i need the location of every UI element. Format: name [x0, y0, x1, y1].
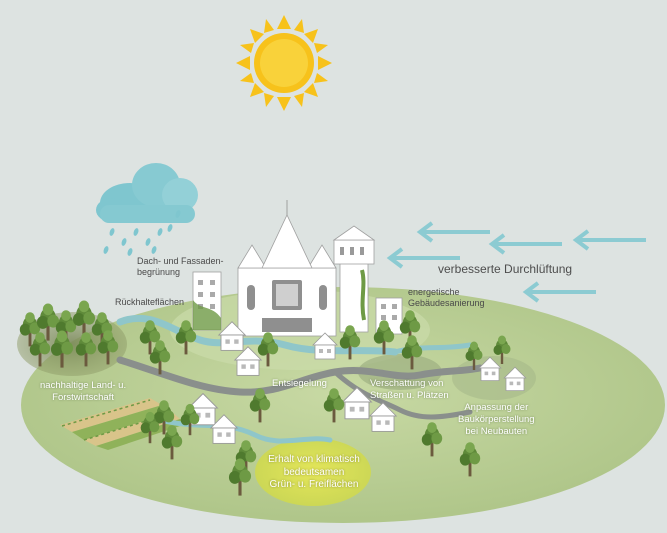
label-line: Dach- und Fassaden-	[137, 256, 224, 266]
label-verschattung: Verschattung von Straßen u. Plätzen	[370, 378, 449, 402]
label-line: bedeutsamen	[283, 466, 345, 478]
water-tower-icon	[332, 225, 376, 333]
label-line: bei Neubauten	[465, 425, 528, 437]
label-line: Erhalt von klimatisch	[268, 454, 360, 465]
label-line: Baukörperstellung	[458, 413, 535, 425]
label-energetische-sanierung: energetische Gebäudesanierung	[408, 287, 485, 310]
sun-icon	[236, 15, 332, 111]
rain-drops-icon	[103, 210, 181, 256]
label-line: Anpassung der	[464, 402, 529, 413]
label-dach-fassaden: Dach- und Fassaden- begrünung	[137, 256, 224, 279]
label-line: energetische	[408, 287, 460, 297]
cloud-icon	[96, 163, 198, 223]
label-line: Grün- u. Freiflächen	[269, 479, 359, 490]
label-landwirtschaft: nachhaltige Land- u. Forstwirtschaft	[40, 380, 126, 404]
label-entsiegelung: Entsiegelung	[272, 378, 327, 389]
label-durchlueftung: verbesserte Durchlüftung	[438, 262, 573, 276]
label-erhalt-freiflaechen: Erhalt von klimatisch bedeutsamen Grün- …	[262, 454, 366, 492]
label-line: Forstwirtschaft	[52, 391, 114, 403]
label-line: Verschattung von	[370, 378, 444, 389]
label-line: Gebäudesanierung	[408, 298, 485, 309]
label-line: nachhaltige Land- u.	[40, 380, 127, 391]
label-line: begrünung	[137, 267, 181, 278]
label-anpassung: Anpassung der Baukörperstellung bei Neub…	[458, 402, 535, 438]
label-line: Straßen u. Plätzen	[370, 389, 449, 401]
church-icon	[237, 200, 337, 337]
label-rueckhalteflaechen: Rückhalteflächen	[115, 297, 185, 307]
